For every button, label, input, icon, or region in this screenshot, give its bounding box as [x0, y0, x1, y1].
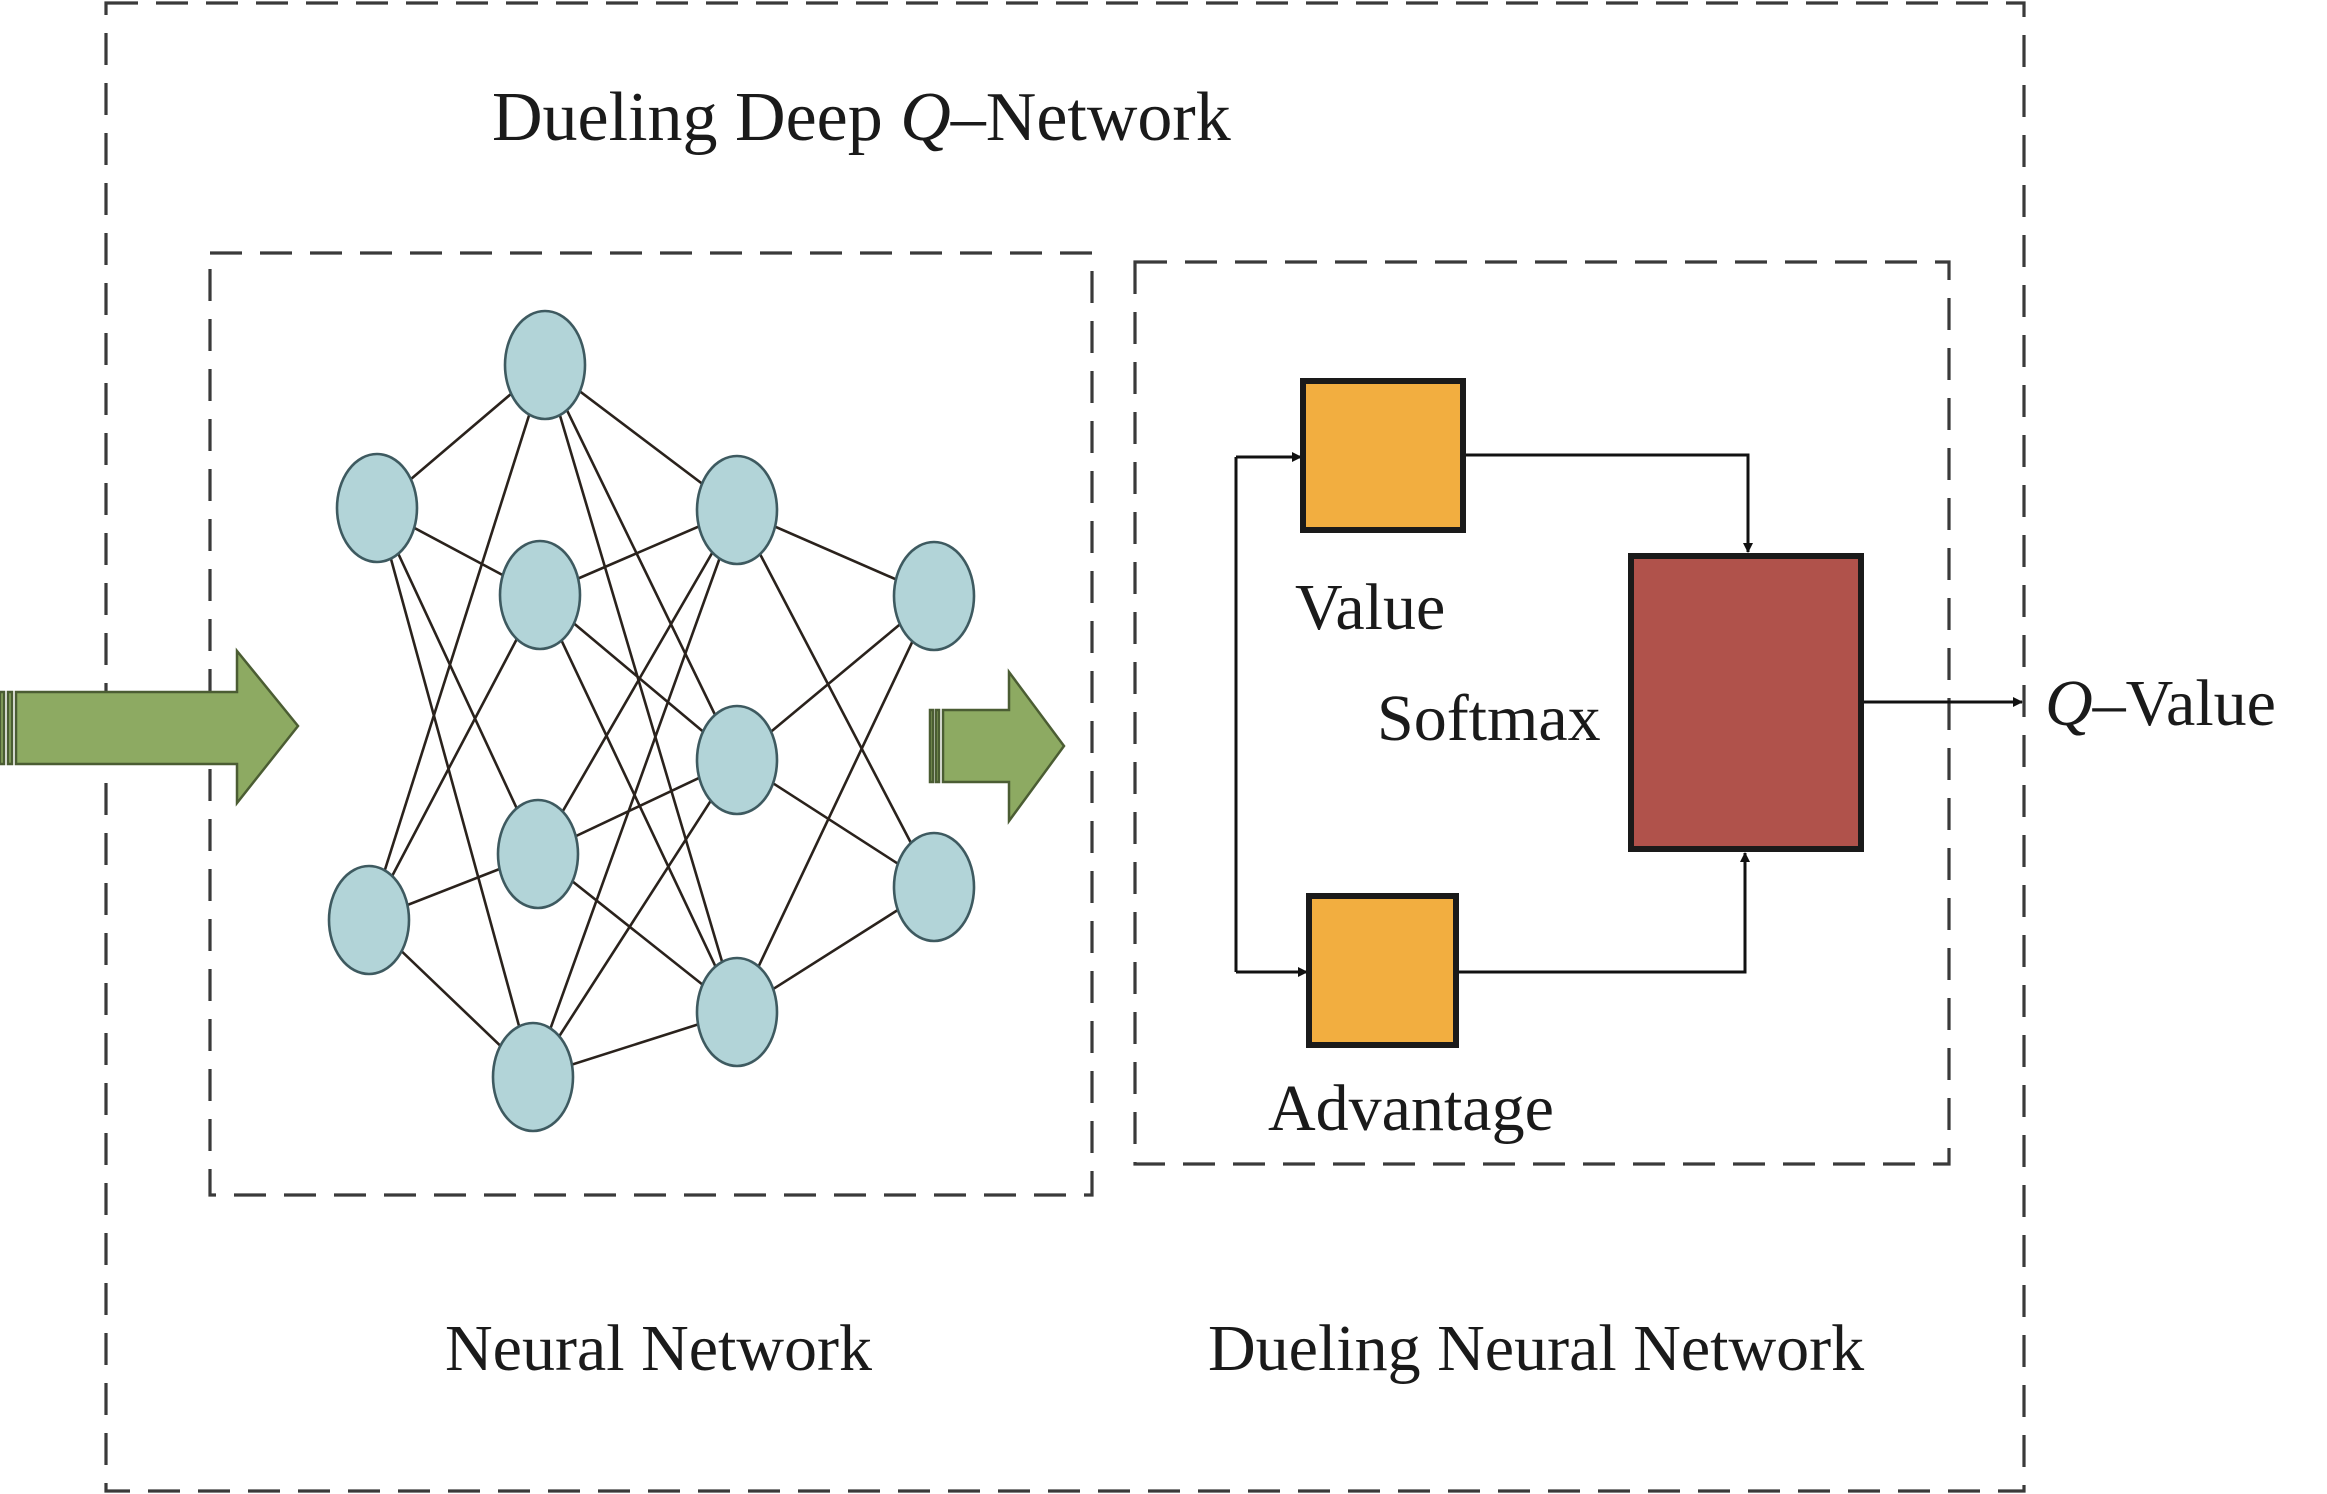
value-block [1300, 378, 1466, 533]
advantage-label: Advantage [1268, 1072, 1554, 1145]
connector-arrow [928, 668, 1066, 825]
value-to-softmax-arrow [1465, 453, 1753, 553]
output-label: Q–Value [2045, 667, 2276, 740]
softmax-block [1628, 553, 1864, 852]
network-nodes [327, 309, 976, 1133]
neuron-layer3-node2 [695, 704, 779, 816]
neuron-layer3-node1 [695, 454, 779, 566]
neuron-layer2-node2 [498, 539, 582, 651]
network-edge [367, 364, 547, 921]
network-edge [735, 595, 936, 1013]
dueling-network-frame [1133, 260, 1951, 1166]
advantage-to-softmax-arrow [1458, 852, 1750, 974]
neuron-layer3-node3 [695, 956, 779, 1068]
diagram-title: Dueling Deep Q–Network [492, 79, 1231, 156]
network-edge [375, 507, 535, 1078]
network-edge [543, 364, 739, 761]
neural-network-label: Neural Network [445, 1312, 872, 1385]
neuron-layer4-node2 [892, 831, 976, 943]
network-connections [367, 363, 936, 1079]
advantage-block [1306, 893, 1459, 1048]
neuron-layer2-node4 [491, 1021, 575, 1133]
network-edge [735, 509, 936, 888]
input-arrow [0, 647, 300, 807]
network-edge [367, 594, 542, 921]
neuron-layer2-node3 [496, 798, 580, 910]
network-edge [531, 509, 739, 1078]
network-edge [531, 759, 739, 1078]
network-edge [375, 507, 540, 855]
neuron-layer1-node1 [335, 452, 419, 564]
network-edge [536, 509, 739, 855]
value-label: Value [1295, 571, 1445, 644]
neuron-layer1-node2 [327, 864, 411, 976]
softmax-label: Softmax [1377, 682, 1601, 755]
dueling-neural-network-label: Dueling Neural Network [1208, 1312, 1864, 1385]
neuron-layer4-node1 [892, 540, 976, 652]
network-edge [538, 594, 739, 1013]
neuron-layer2-node1 [503, 309, 587, 421]
network-edge [543, 364, 739, 1013]
